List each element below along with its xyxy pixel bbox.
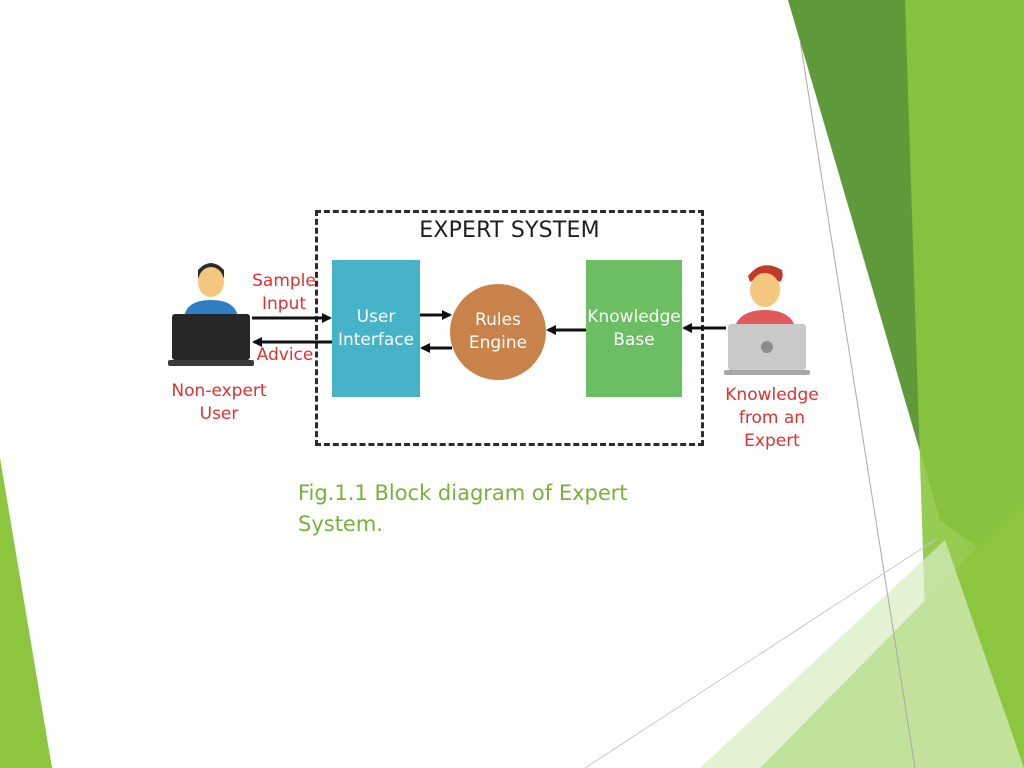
rules-engine-block: Rules Engine <box>450 284 546 380</box>
laptop-screen <box>172 314 250 360</box>
expert-knowledge-label: Knowledge from an Expert <box>725 385 819 451</box>
laptop-logo <box>761 341 773 353</box>
laptop-base <box>168 360 254 366</box>
user-shirt <box>184 300 238 318</box>
person-with-laptop-icon <box>724 265 810 375</box>
user-interface-block: User Interface <box>332 260 420 397</box>
non-expert-user-label: Non-expert User <box>171 381 267 424</box>
right-faint-wedge <box>700 540 1024 768</box>
advice-label: Advice <box>256 345 314 365</box>
decor-line <box>799 39 916 768</box>
user-face <box>198 267 224 297</box>
diagram-title: EXPERT SYSTEM <box>419 218 600 243</box>
sample-input-label: Sample Input <box>252 271 316 314</box>
figure-caption: Fig.1.1 Block diagram of Expert System. <box>298 481 628 536</box>
expert-face <box>750 273 780 307</box>
knowledge-base-block: Knowledge Base <box>586 260 682 397</box>
left-green-sliver <box>0 458 52 768</box>
decor-line <box>584 539 936 768</box>
person-with-laptop-icon <box>168 263 254 366</box>
laptop-base <box>724 370 810 375</box>
